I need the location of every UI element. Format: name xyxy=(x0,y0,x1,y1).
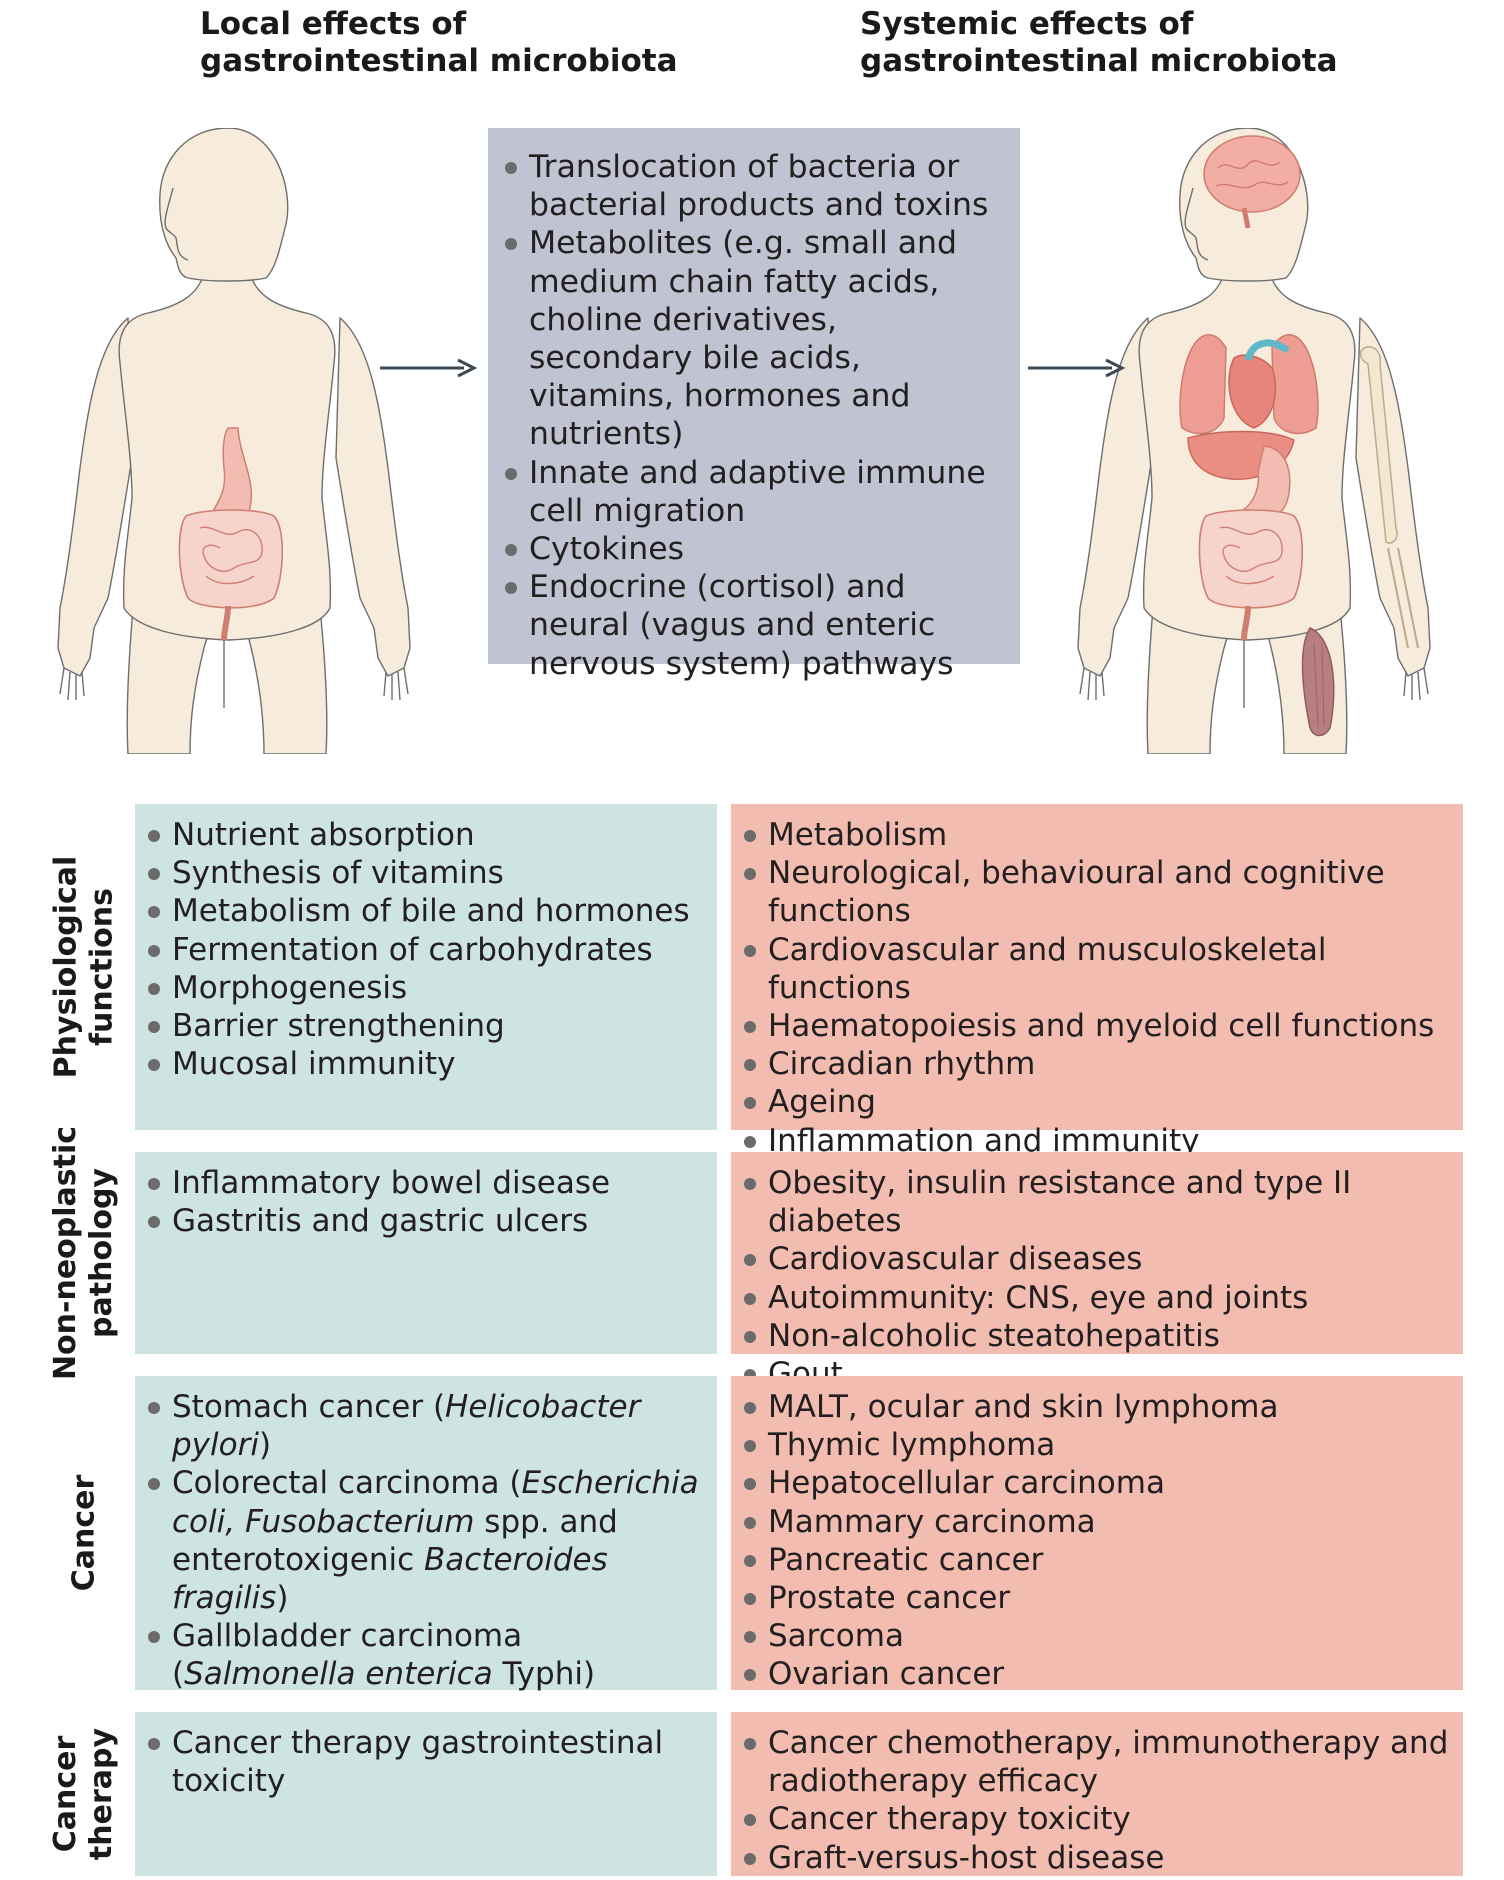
row-label-cancer: Cancer xyxy=(40,1376,128,1690)
list-item: Mammary carcinoma xyxy=(741,1503,1455,1541)
cell-cancer-systemic: MALT, ocular and skin lymphoma Thymic ly… xyxy=(731,1376,1463,1693)
list-item: Cardiovascular diseases xyxy=(741,1240,1455,1278)
cell-non-neoplastic-systemic: Obesity, insulin resistance and type II … xyxy=(731,1152,1463,1392)
intestine-icon xyxy=(178,509,284,641)
list-item: Stomach cancer (Helicobacter pylori) xyxy=(145,1388,709,1464)
bone-icon xyxy=(1359,346,1419,649)
list-item: Non-alcoholic steatohepatitis xyxy=(741,1317,1455,1355)
list-item: Cancer therapy gastrointestinal toxicity xyxy=(145,1724,709,1800)
list-item: Inflammatory bowel disease xyxy=(145,1164,709,1202)
list-item: Haematopoiesis and myeloid cell function… xyxy=(741,1007,1455,1045)
mechanisms-box: Translocation of bacteria or bacterial p… xyxy=(488,128,1020,682)
muscle-icon xyxy=(1301,627,1335,737)
list-item: Obesity, insulin resistance and type II … xyxy=(741,1164,1455,1240)
row-label-line: Cancer xyxy=(48,1735,83,1853)
list-item: Neurological, behavioural and cognitive … xyxy=(741,854,1455,930)
header-systemic-line1: Systemic effects of xyxy=(860,6,1194,42)
row-label-cancer-therapy: Cancer therapy xyxy=(40,1712,128,1876)
list-item: Cancer therapy toxicity xyxy=(741,1800,1455,1838)
list-item: Gallbladder carcinoma (Salmonella enteri… xyxy=(145,1617,709,1693)
list-item: Graft-versus-host disease xyxy=(741,1839,1455,1877)
arrow-right-icon xyxy=(1028,358,1126,378)
list-item: Nutrient absorption xyxy=(145,816,709,854)
brain-icon xyxy=(1203,135,1301,229)
list-item: Metabolism xyxy=(741,816,1455,854)
cell-cancer-therapy-local: Cancer therapy gastrointestinal toxicity xyxy=(135,1712,717,1876)
list-item: Autoimmunity: CNS, eye and joints xyxy=(741,1279,1455,1317)
row-label-line: therapy xyxy=(84,1727,119,1861)
header-local-line2: gastrointestinal microbiota xyxy=(200,43,678,79)
list-item: Mucosal immunity xyxy=(145,1045,709,1083)
list-item: Morphogenesis xyxy=(145,969,709,1007)
list-item: Ageing xyxy=(741,1083,1455,1121)
list-item: Fermentation of carbohydrates xyxy=(145,931,709,969)
intestine-icon xyxy=(1198,509,1304,641)
mechanism-item: Innate and adaptive immune cell migratio… xyxy=(502,454,1010,530)
list-item: Cancer chemotherapy, immunotherapy and r… xyxy=(741,1724,1455,1800)
list-item: Cardiovascular and musculoskeletal funct… xyxy=(741,931,1455,1007)
cell-cancer-therapy-systemic: Cancer chemotherapy, immunotherapy and r… xyxy=(731,1712,1463,1876)
list-item: Gastritis and gastric ulcers xyxy=(145,1202,709,1240)
mechanism-item: Cytokines xyxy=(502,530,1010,568)
mechanism-item: Endocrine (cortisol) and neural (vagus a… xyxy=(502,568,1010,683)
row-label-line: Physiological xyxy=(48,855,83,1079)
list-item: Circadian rhythm xyxy=(741,1045,1455,1083)
row-label-physiological-functions: Physiological functions xyxy=(40,804,128,1130)
arrow-right-icon xyxy=(380,358,478,378)
cell-cancer-local: Stomach cancer (Helicobacter pylori) Col… xyxy=(135,1376,717,1693)
header-local-line1: Local effects of xyxy=(200,6,467,42)
lungs-icon xyxy=(1179,334,1319,435)
list-item: Pancreatic cancer xyxy=(741,1541,1455,1579)
list-item: Barrier strengthening xyxy=(145,1007,709,1045)
list-item: Ovarian cancer xyxy=(741,1655,1455,1693)
mechanism-item: Metabolites (e.g. small and medium chain… xyxy=(502,224,1010,453)
row-label-line: Non-neoplastic xyxy=(48,1125,84,1381)
cell-non-neoplastic-local: Inflammatory bowel disease Gastritis and… xyxy=(135,1152,717,1354)
list-item: Colorectal carcinoma (Escherichia coli, … xyxy=(145,1464,709,1617)
header-systemic-effects: Systemic effects of gastrointestinal mic… xyxy=(860,6,1338,80)
row-label-line: Cancer xyxy=(66,1474,102,1592)
cell-physiological-local: Nutrient absorption Synthesis of vitamin… xyxy=(135,804,717,1130)
header-systemic-line2: gastrointestinal microbiota xyxy=(860,43,1338,79)
mechanism-item: Translocation of bacteria or bacterial p… xyxy=(502,148,1010,224)
mechanisms-list: Translocation of bacteria or bacterial p… xyxy=(502,148,1010,683)
list-item: Prostate cancer xyxy=(741,1579,1455,1617)
list-item: MALT, ocular and skin lymphoma xyxy=(741,1388,1455,1426)
row-label-line: functions xyxy=(84,888,119,1046)
row-label-non-neoplastic-pathology: Non-neoplastic pathology xyxy=(40,1126,128,1380)
list-item: Hepatocellular carcinoma xyxy=(741,1464,1455,1502)
cell-physiological-systemic: Metabolism Neurological, behavioural and… xyxy=(731,804,1463,1159)
body-figure-local-icon xyxy=(57,128,411,754)
list-item: Metabolism of bile and hormones xyxy=(145,892,709,930)
row-label-line: pathology xyxy=(84,1168,120,1338)
list-item: Thymic lymphoma xyxy=(741,1426,1455,1464)
heart-icon xyxy=(1228,339,1290,429)
header-local-effects: Local effects of gastrointestinal microb… xyxy=(200,6,678,80)
body-figure-systemic-icon xyxy=(1077,128,1431,754)
list-item: Synthesis of vitamins xyxy=(145,854,709,892)
list-item: Sarcoma xyxy=(741,1617,1455,1655)
